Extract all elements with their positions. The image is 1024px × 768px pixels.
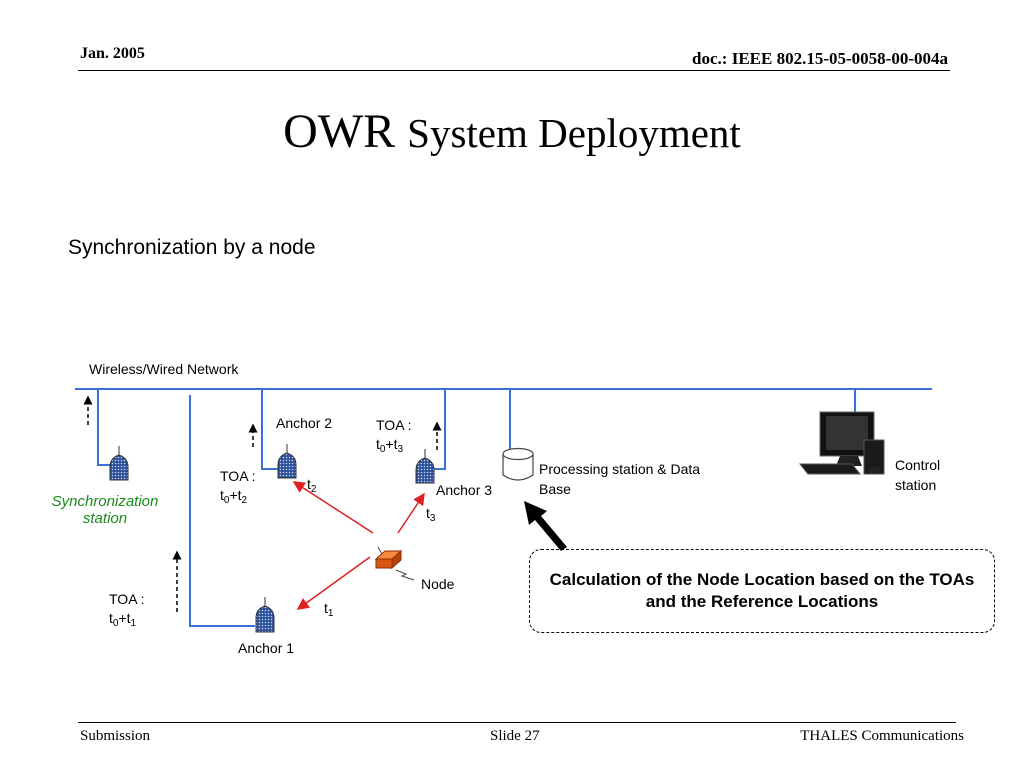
title-acronym: OWR [283, 105, 396, 158]
slide-title: OWR System Deployment [0, 104, 1024, 159]
sync-station-label: Synchronization station [51, 493, 159, 527]
anchor-2-antenna-icon [277, 444, 297, 479]
toa-anchor-2: TOA : t0+t2 [220, 468, 256, 506]
header-date: Jan. 2005 [80, 45, 145, 62]
header-divider [78, 70, 950, 71]
toa-anchor-1: TOA : t0+t1 [109, 591, 145, 629]
header-document-id: doc.: IEEE 802.15-05-0058-00-004a [692, 49, 948, 68]
footer-slide-number: Slide 27 [490, 728, 540, 744]
t3-label: t3 [426, 505, 436, 524]
control-station-label: Control station [895, 457, 941, 493]
sync-station-antenna-icon [109, 446, 129, 481]
computer-icon [798, 411, 885, 475]
title-rest: System Deployment [407, 110, 741, 156]
footer-submission: Submission [80, 728, 151, 744]
database-icon [502, 447, 534, 481]
t1-label: t1 [324, 600, 334, 619]
slide-subtitle: Synchronization by a node [68, 236, 316, 259]
network-label: Wireless/Wired Network [89, 361, 239, 377]
calculation-text: Calculation of the Node Location based o… [549, 570, 975, 611]
node-signal-arrows [292, 481, 425, 610]
anchor-3-label: Anchor 3 [436, 482, 493, 498]
footer-company: THALES Communications [800, 728, 964, 744]
calculation-callout: Calculation of the Node Location based o… [529, 549, 995, 633]
calculation-pointer-arrow [524, 501, 567, 551]
t2-label: t2 [307, 476, 317, 495]
processing-station-label: Processing station & Data Base [539, 461, 701, 497]
node-label: Node [421, 576, 455, 592]
node-device-icon [374, 546, 415, 581]
anchor-3-antenna-icon [415, 449, 435, 484]
anchor-2-label: Anchor 2 [276, 415, 333, 431]
toa-anchor-3: TOA : t0+t3 [376, 417, 412, 455]
network-lines [75, 388, 932, 627]
anchor-1-label: Anchor 1 [238, 640, 295, 656]
sync-dashed-arrows [83, 395, 442, 612]
footer-divider [78, 722, 956, 723]
anchor-1-antenna-icon [255, 597, 275, 633]
